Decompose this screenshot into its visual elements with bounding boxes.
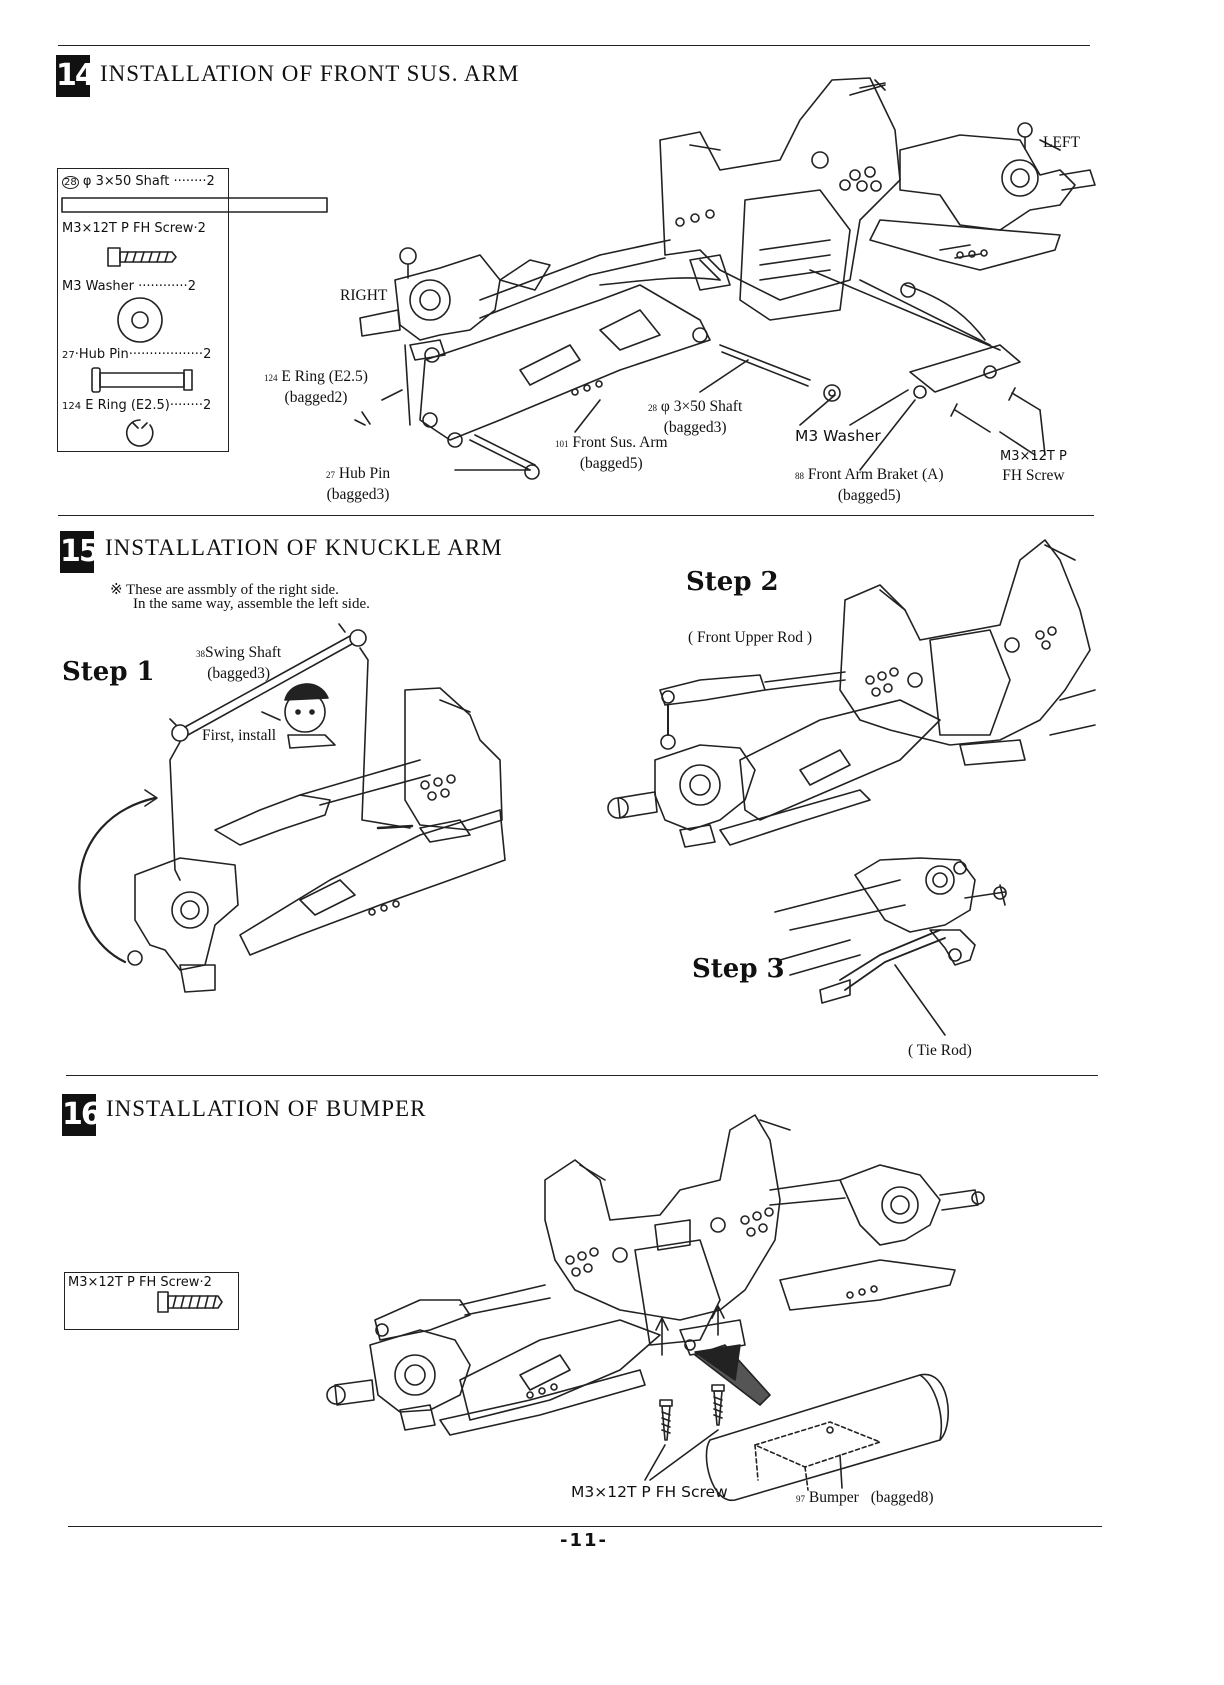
part-hubpin-qty: 2 xyxy=(203,347,212,362)
icon-97: 97 xyxy=(796,1494,805,1504)
label-tie-rod: ( Tie Rod) xyxy=(908,1042,972,1059)
part-shaft-label: 28 φ 3×50 Shaft ········2 xyxy=(62,174,215,189)
section-15-title: INSTALLATION OF KNUCKLE ARM xyxy=(105,535,503,560)
part-screw-text: M3×12T P FH Screw xyxy=(62,221,194,236)
front-arm-bracket-14 xyxy=(909,344,1021,399)
page-number: -11- xyxy=(560,1530,608,1551)
shaft-bag: (bagged3) xyxy=(663,419,727,436)
section-14-title: INSTALLATION OF FRONT SUS. ARM xyxy=(100,61,520,86)
hub-pin-bag: (bagged3) xyxy=(326,486,390,503)
chassis-16 xyxy=(544,1114,791,1356)
section-16-title: INSTALLATION OF BUMPER xyxy=(106,1096,427,1121)
shaft-text: φ 3×50 Shaft xyxy=(660,398,743,415)
part-16-screw-label: M3×12T P FH Screw·2 xyxy=(68,1275,212,1290)
icon-27: 27 xyxy=(326,470,335,480)
direction-arrow-16 xyxy=(694,1344,771,1406)
front-sus-arm-bag: (bagged5) xyxy=(579,455,643,472)
bracket-text: Front Arm Braket (A) xyxy=(807,466,944,483)
step-2-label: Step 2 xyxy=(686,567,779,597)
label-16-screw: M3×12T P FH Screw xyxy=(571,1483,728,1501)
icon-38: 38 xyxy=(196,649,205,659)
label-e-ring: 124 E Ring (E2.5) (bagged2) xyxy=(264,367,368,407)
e-ring-bag: (bagged2) xyxy=(284,389,348,406)
part-shaft-qty: 2 xyxy=(206,174,215,189)
e-ring-text: E Ring (E2.5) xyxy=(281,368,368,385)
label-screw: M3×12T P FH Screw xyxy=(1000,446,1067,485)
icon-88: 88 xyxy=(795,471,804,481)
part-ering-qty: 2 xyxy=(202,398,212,413)
hubpin-14 xyxy=(469,434,536,471)
bracket-bag: (bagged5) xyxy=(837,487,901,504)
knuckle-step2 xyxy=(607,744,756,848)
part-ering-label: 124 E Ring (E2.5)········2 xyxy=(62,398,212,413)
icon-28: 28 xyxy=(648,403,657,413)
front-upper-rod xyxy=(659,671,846,750)
step-1-label: Step 1 xyxy=(62,657,155,687)
knuckle-16-left xyxy=(769,1164,985,1311)
screw-16b xyxy=(711,1384,725,1426)
section-15-note-2: In the same way, assemble the left side. xyxy=(133,596,370,612)
label-right: RIGHT xyxy=(340,287,388,304)
label-bracket: 88 Front Arm Braket (A) (bagged5) xyxy=(795,465,943,505)
label-shaft: 28 φ 3×50 Shaft (bagged3) xyxy=(648,397,742,437)
section-14-number: 14 xyxy=(56,55,96,97)
label-hub-pin: 27 Hub Pin (bagged3) xyxy=(326,464,390,504)
label-swing-shaft: 38Swing Shaft (bagged3) xyxy=(196,643,281,683)
part-16-screw-text: M3×12T P FH Screw xyxy=(68,1275,200,1290)
icon-124: 124 xyxy=(264,373,278,383)
screw-14a xyxy=(950,403,991,433)
section-16-number: 16 xyxy=(62,1094,102,1136)
chassis-14 xyxy=(479,77,901,321)
part-washer-text: M3 Washer xyxy=(62,279,134,294)
label-front-upper-rod: ( Front Upper Rod ) xyxy=(688,629,812,646)
part-16-screw-qty: 2 xyxy=(203,1275,212,1290)
knuckle-step1 xyxy=(127,857,239,993)
top-rule xyxy=(58,45,1090,46)
knuckle-16-right xyxy=(326,1284,551,1431)
swing-shaft-bag: (bagged3) xyxy=(207,665,271,682)
step3-detail xyxy=(774,857,1007,1036)
label-bumper: 97 Bumper (bagged8) xyxy=(796,1488,934,1509)
part-washer-qty: 2 xyxy=(187,279,196,294)
screw-16a xyxy=(659,1399,673,1441)
label-front-sus-arm: 101 Front Sus. Arm (bagged5) xyxy=(555,433,668,473)
arm-step2 xyxy=(719,699,941,846)
chassis-step2 xyxy=(839,539,1096,766)
icon-101: 101 xyxy=(555,439,569,449)
part-hubpin-label: 27·Hub Pin··················2 xyxy=(62,347,212,362)
part-icon-28: 28 xyxy=(62,176,79,189)
washer-14 xyxy=(823,384,841,402)
bumper-16 xyxy=(705,1373,949,1501)
part-shaft-text: φ 3×50 Shaft xyxy=(82,174,170,189)
part-hubpin-text: Hub Pin xyxy=(78,347,129,362)
part-washer-label: M3 Washer ············2 xyxy=(62,279,196,294)
bumper-bag: (bagged8) xyxy=(870,1489,934,1506)
label-first-install: First, install xyxy=(202,727,277,744)
shaft-14 xyxy=(719,344,811,387)
label-left: LEFT xyxy=(1043,134,1081,151)
bottom-rule xyxy=(68,1526,1102,1527)
rule-15-16 xyxy=(66,1075,1098,1076)
bumper-text: Bumper xyxy=(808,1489,859,1506)
front-sus-arm-text: Front Sus. Arm xyxy=(572,434,668,451)
part-icon-124: 124 xyxy=(62,401,82,412)
screw-text: M3×12T P xyxy=(1000,449,1067,464)
section-15-number: 15 xyxy=(60,531,100,573)
swing-shaft-text: Swing Shaft xyxy=(205,644,282,661)
parts-box-16 xyxy=(64,1272,239,1330)
section-15-note-1: ※ These are assmbly of the right side. xyxy=(110,582,339,598)
part-screw-label: M3×12T P FH Screw·2 xyxy=(62,221,206,236)
rule-14-15 xyxy=(58,515,1094,516)
part-icon-27: 27 xyxy=(62,350,75,361)
arm-16 xyxy=(439,1319,661,1436)
screw-text-2: FH Screw xyxy=(1002,467,1065,484)
label-washer: M3 Washer xyxy=(795,427,881,445)
screw-14b xyxy=(1008,387,1041,411)
part-screw-qty: 2 xyxy=(197,221,206,236)
hub-pin-text: Hub Pin xyxy=(338,465,391,482)
part-ering-text: E Ring (E2.5) xyxy=(85,398,170,413)
step-3-label: Step 3 xyxy=(692,954,785,984)
